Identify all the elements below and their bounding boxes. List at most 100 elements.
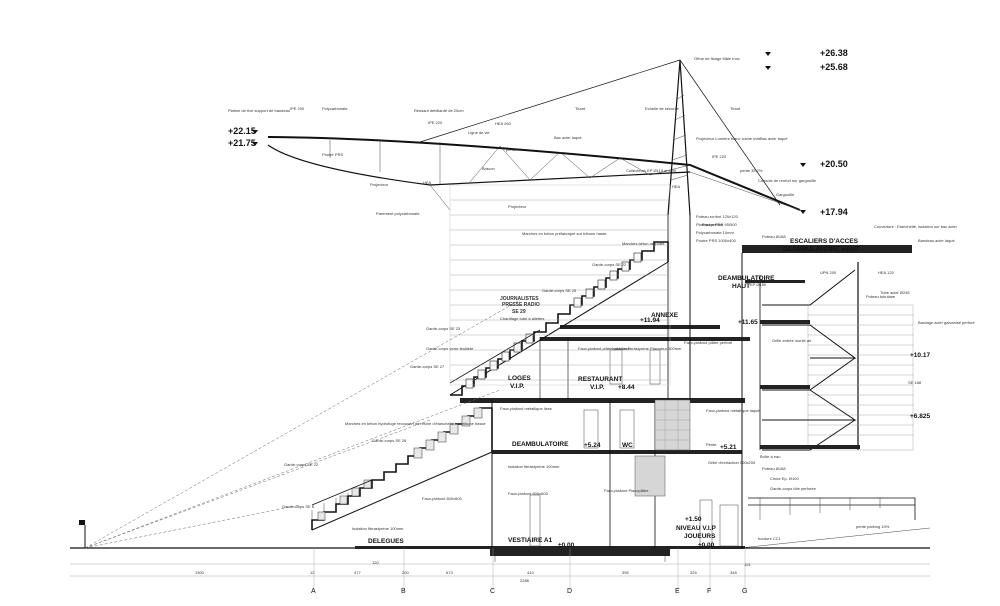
annotation: IPE 220 [428,120,443,125]
annotation: Faux-plafond 600x600 [422,496,463,501]
annotation: Platine de rive support de bandeau [228,108,290,113]
annotation: EP Ø150 [750,282,767,287]
annotation: Chauffage tube à ailettes [500,316,544,321]
dimension-label: 120 [372,560,379,565]
annotation: pente 35,2% [740,168,763,173]
annotation: pente 7% [506,147,523,152]
dimension-label: 410 [527,570,534,575]
annotation: Bac acier laqué [760,136,788,141]
annotation: Faux-plafond Placoplâtre [604,488,649,493]
annotation: Grille d'extraction 900x200 [708,460,756,465]
room-label: DEAMBULATOIRE [512,441,569,448]
annotation: Marches en béton hydrofuge recouvert de … [345,421,486,426]
annotation: Isolation fibrastyrène 100mm [508,464,560,469]
annotation: Garde-corps SE 26 [372,438,407,443]
room-label: HAUT [732,283,750,290]
annotation: Poutre PRS [322,152,343,157]
annotation: HEA 120 [878,270,895,275]
annotation: Poteau tubulaire [866,294,896,299]
level-label: +22.15 [228,126,256,136]
annotation: Gargouille [776,192,795,197]
level-label: +20.50 [820,159,848,169]
level-label: +1.50 [685,516,702,523]
dimension-label: 1300 [195,570,205,575]
annotation: Tirant [730,106,741,111]
annotation: Tirant [575,106,586,111]
room-label: ESCALIERS D'ACCES [790,238,859,245]
level-label: +5.24 [584,442,601,449]
annotation: Projecteur Lumière blanc Ixiche mât [696,136,761,141]
annotation: Ofrue de fixage Mâle Inox [694,56,740,61]
dimension-label: 2288 [520,578,530,583]
level-label: +21.75 [228,138,256,148]
annotation: Garde-corps SE 8 [282,504,315,509]
annotation: Poteau Ø168 [762,234,786,239]
annotation: IPE 200 [290,106,305,111]
annotation: Polycarbonate 10mm [696,230,734,235]
axis-label: E [675,588,680,595]
level-label: +5.21 [720,444,737,451]
dimension-label: 12 [310,570,315,575]
room-label: DELEGUES [368,538,404,545]
annotation: Polycarbonate [322,106,348,111]
level-label: +25.68 [820,62,848,72]
axis-label: D [567,588,572,595]
annotation: Projecteur [508,204,527,209]
level-labels: +26.38 +25.68 +22.15 +21.75 +20.50 +17.9… [228,48,930,549]
room-label: DEAMBULATOIRE HAUT [783,246,859,253]
annotations: Platine de rive support de bandeau IPE 2… [228,56,975,541]
annotation: Ressaut débillardé de 20cm [414,108,464,113]
dimension-label: 325 [690,570,697,575]
annotation: bordure CC1 [758,536,782,541]
annotation: Faux-plafond 600x600 [508,491,549,496]
room-label: V.I.P. [590,384,605,391]
dimension-label: 477 [354,570,361,575]
axis-label: A [311,588,316,595]
annotation: Collecteurs EP Ø110 et Ø90 [626,168,677,173]
axis-label: F [707,588,711,595]
annotation: Bac acier laqué [554,135,582,140]
annotation: Garde-corps SE 22 [284,462,319,467]
annotation: Isolation fibrastyrène Placomur 100mm [612,346,682,351]
dimension-label: 395 [622,570,629,575]
annotation: Bardage acier galvanisé perforé [918,320,975,325]
level-label: +11.94 [640,317,660,324]
annotation: Marches en béton préfabriqué sur tribune… [522,231,607,236]
room-label: WC [622,442,633,449]
level-label: +26.38 [820,48,848,58]
annotation: Tube acier Ø245 [880,290,910,295]
room-label: ANNEXE [651,312,679,319]
annotation: HEA 260 [495,121,512,126]
annotation: UPN 200 [820,270,837,275]
annotation: Projecteur [370,182,389,187]
level-label: +17.94 [820,207,848,217]
annotation: Garde-corps SE 27 [410,364,445,369]
room-label: JOURNALISTES [500,296,539,302]
room-label: VESTIAIRE A1 [508,537,553,544]
level-label: ±0.00 [698,542,715,549]
room-label: SE 29 [512,309,526,315]
annotation: Marches béton rapporté [622,241,665,246]
annotation: Couverture : Etanchéité, isolation sur b… [874,224,958,229]
annotation: Faux-plafond plâtre perforé [684,340,733,345]
annotation: SE 188 [908,380,922,385]
axis-label: G [742,588,747,595]
room-label: NIVEAU V.I.P [676,525,717,532]
annotation: pente parking 10% [856,524,890,529]
dimension-label: 673 [446,570,453,575]
room-label: DEAMBULATOIRE [718,275,775,282]
annotation: Echelle de sécurité [645,106,680,111]
dimension-label: 200 [402,570,409,575]
room-label: JOUEURS [684,533,716,540]
annotation: Faux-plafond métallique laqué [706,408,760,413]
annotation: Bandeau acier laqué [918,238,955,243]
annotation: Bracon [482,166,495,171]
axis-label: B [401,588,406,595]
axis-grid [70,548,930,590]
annotation: HEA [672,184,681,189]
annotation: Faux-plafond métallique lisse [500,406,553,411]
room-label: LOGES [508,375,531,382]
annotation: Parement polycarbonate [376,211,420,216]
annotation: IPE 220 [712,154,727,159]
